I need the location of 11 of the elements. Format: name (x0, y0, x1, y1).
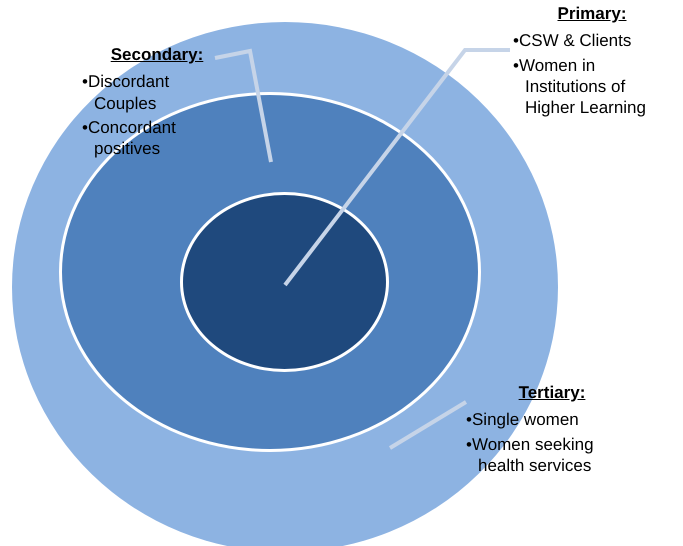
bullet-item: •Women seeking health services (466, 434, 595, 476)
bullet-item: •Women in Institutions of Higher Learning (513, 54, 647, 118)
bullet-item: •CSW & Clients (513, 30, 632, 52)
bullet-item: •Discordant Couples (82, 71, 170, 114)
leader-line (283, 48, 510, 286)
heading: Secondary: (110, 44, 204, 66)
heading: Tertiary: (518, 382, 586, 404)
leader-line (388, 400, 468, 450)
heading: Primary: (556, 3, 628, 24)
leader-line (214, 48, 273, 162)
bullet-item: •Single women (466, 409, 580, 430)
